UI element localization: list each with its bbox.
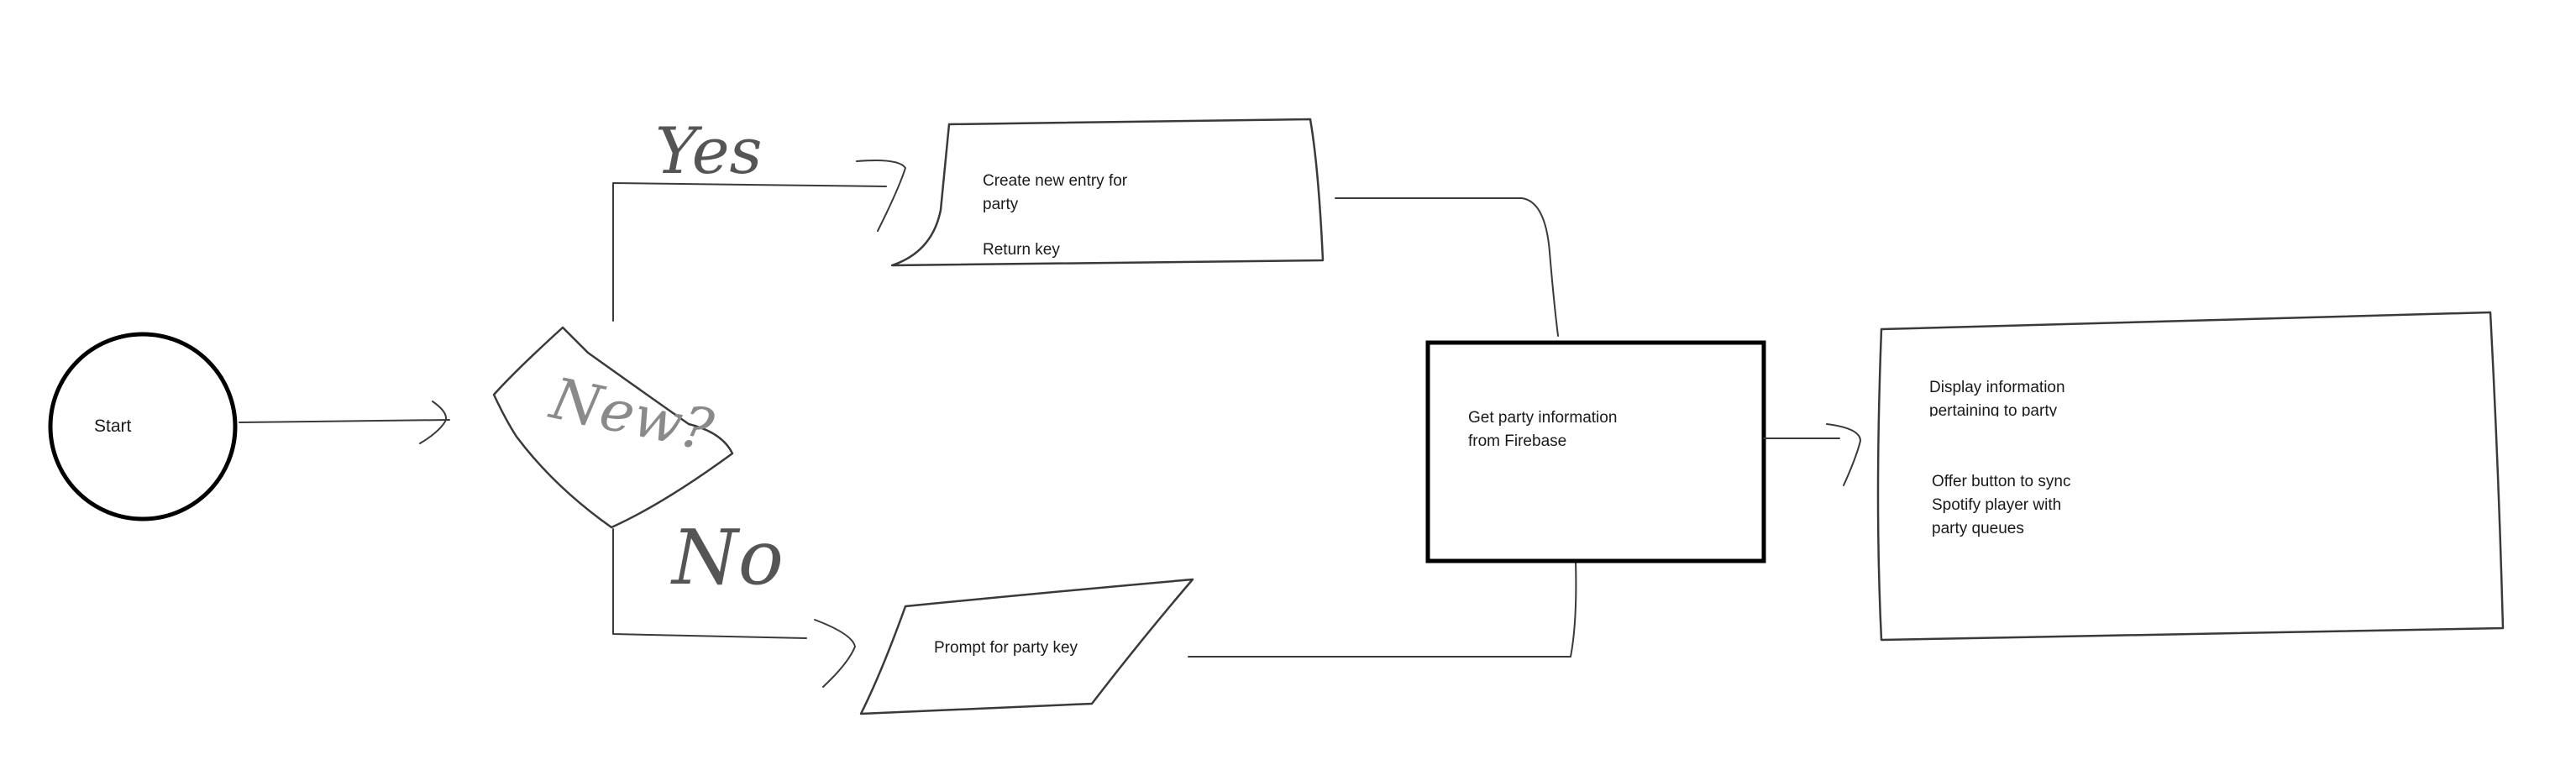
prompt-key-node bbox=[859, 578, 1194, 715]
connector-create-to-info bbox=[1335, 197, 1559, 337]
arrowhead-start-to-decision bbox=[419, 401, 447, 444]
arrowhead-yes bbox=[856, 160, 906, 232]
create-entry-line2: party bbox=[983, 196, 1019, 213]
prompt-key-label: Prompt for party key bbox=[934, 639, 1078, 657]
display-line1: Display information bbox=[1929, 379, 2065, 396]
create-entry-node bbox=[890, 118, 1325, 267]
start-node bbox=[48, 332, 238, 521]
connector-yes bbox=[612, 182, 887, 322]
connector-prompt-to-info bbox=[1188, 560, 1577, 658]
display-node bbox=[1876, 311, 2505, 642]
no-label: No bbox=[672, 514, 784, 602]
display-line3: Offer button to sync bbox=[1932, 473, 2071, 490]
display-line2: pertaining to party bbox=[1929, 402, 2058, 417]
arrowhead-info-to-display bbox=[1826, 423, 1861, 486]
decision-node bbox=[492, 326, 734, 529]
arrow-start-to-decision bbox=[239, 419, 450, 423]
connector-no bbox=[612, 528, 807, 639]
arrowhead-no bbox=[814, 619, 856, 688]
get-info-line1: Get party information bbox=[1468, 409, 1618, 427]
yes-label: Yes bbox=[655, 113, 763, 188]
create-entry-line3: Return key bbox=[983, 241, 1060, 259]
display-line5: party queues bbox=[1932, 520, 2024, 537]
display-line4: Spotify player with bbox=[1932, 496, 2062, 514]
start-label: Start bbox=[94, 417, 132, 436]
get-info-node bbox=[1425, 340, 1766, 563]
get-info-line2: from Firebase bbox=[1468, 432, 1567, 450]
create-entry-line1: Create new entry for bbox=[983, 172, 1128, 190]
